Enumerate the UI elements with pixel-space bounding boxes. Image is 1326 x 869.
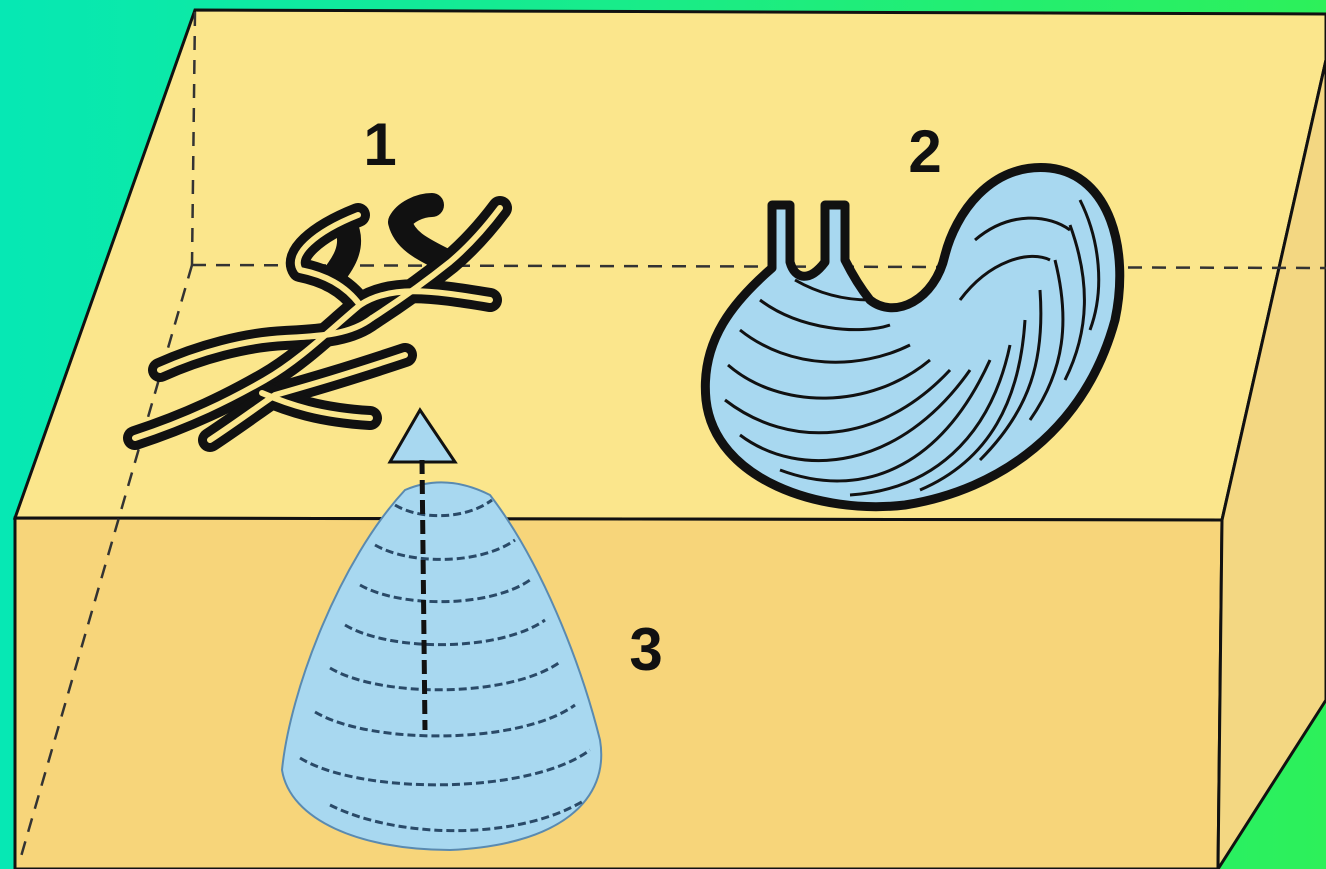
label-1: 1 bbox=[363, 111, 396, 178]
block-front-face bbox=[15, 518, 1222, 869]
label-3: 3 bbox=[629, 616, 662, 683]
label-2: 2 bbox=[908, 118, 941, 185]
